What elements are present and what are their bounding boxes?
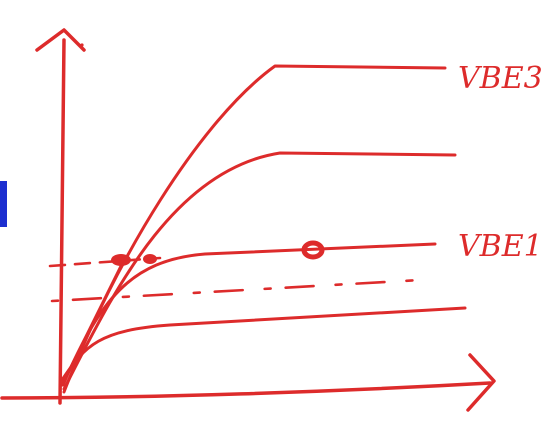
label-vbe3: VBE3 (458, 61, 543, 96)
curve-lowest (60, 306, 467, 382)
y-axis-arrowhead (35, 28, 86, 52)
curve-2 (62, 151, 457, 391)
curve-vbe3 (62, 64, 447, 394)
load-line (60, 256, 127, 387)
y-axis (58, 38, 66, 405)
dashed-reference-upper (48, 256, 162, 268)
x-axis-arrowhead (466, 353, 496, 412)
label-vbe1: VBE1 (458, 229, 543, 264)
cropped-blue-mark (0, 181, 7, 227)
x-axis (0, 381, 492, 400)
operating-point-right (301, 240, 325, 260)
dashed-reference-lower (50, 278, 422, 303)
operating-point-left-ink (143, 254, 157, 264)
ink-dot (80, 43, 84, 47)
operating-point-left (111, 254, 131, 266)
